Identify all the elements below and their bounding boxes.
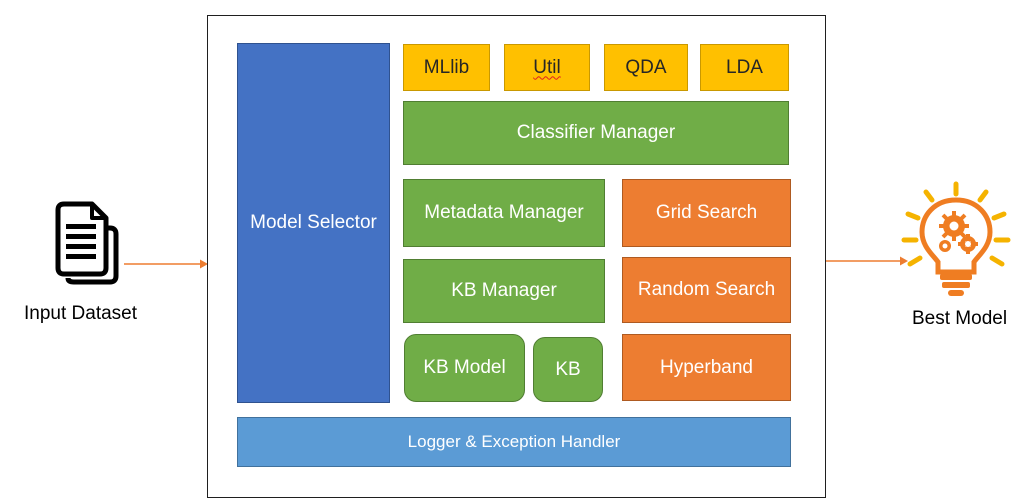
random-search-label: Random Search <box>637 279 776 300</box>
logger-exception-handler-box: Logger & Exception Handler <box>237 417 791 467</box>
library-mllib: MLlib <box>403 44 490 91</box>
library-qda: QDA <box>604 44 688 91</box>
input-arrow <box>124 259 208 269</box>
classifier-manager-box: Classifier Manager <box>403 101 789 165</box>
kb-model-box: KB Model <box>404 334 525 402</box>
logger-exception-handler-label: Logger & Exception Handler <box>407 432 621 451</box>
hyperband-label: Hyperband <box>660 356 753 378</box>
input-dataset-label: Input Dataset <box>24 303 138 324</box>
metadata-manager-label: Metadata Manager <box>424 202 584 223</box>
best-model-label: Best Model <box>912 308 1008 329</box>
model-selector-label: Model Selector <box>250 212 377 233</box>
grid-search-box: Grid Search <box>622 179 791 247</box>
model-selector-box: Model Selector <box>237 43 390 403</box>
lightbulb-gears-icon <box>901 181 1011 296</box>
kb-label: KB <box>555 358 581 380</box>
kb-box: KB <box>533 337 603 402</box>
kb-manager-label: KB Manager <box>451 280 557 301</box>
documents-icon <box>55 201 119 285</box>
library-util-label: Util <box>533 56 561 78</box>
random-search-box: Random Search <box>622 257 791 323</box>
library-util: Util <box>504 44 590 91</box>
grid-search-label: Grid Search <box>655 202 758 223</box>
kb-manager-box: KB Manager <box>403 259 605 323</box>
output-arrow <box>826 256 908 266</box>
library-mllib-label: MLlib <box>423 56 470 78</box>
classifier-manager-label: Classifier Manager <box>516 122 676 143</box>
library-lda: LDA <box>700 44 789 91</box>
hyperband-box: Hyperband <box>622 334 791 401</box>
metadata-manager-box: Metadata Manager <box>403 179 605 247</box>
kb-model-label: KB Model <box>423 357 506 378</box>
library-lda-label: LDA <box>726 56 763 78</box>
library-qda-label: QDA <box>625 56 667 78</box>
